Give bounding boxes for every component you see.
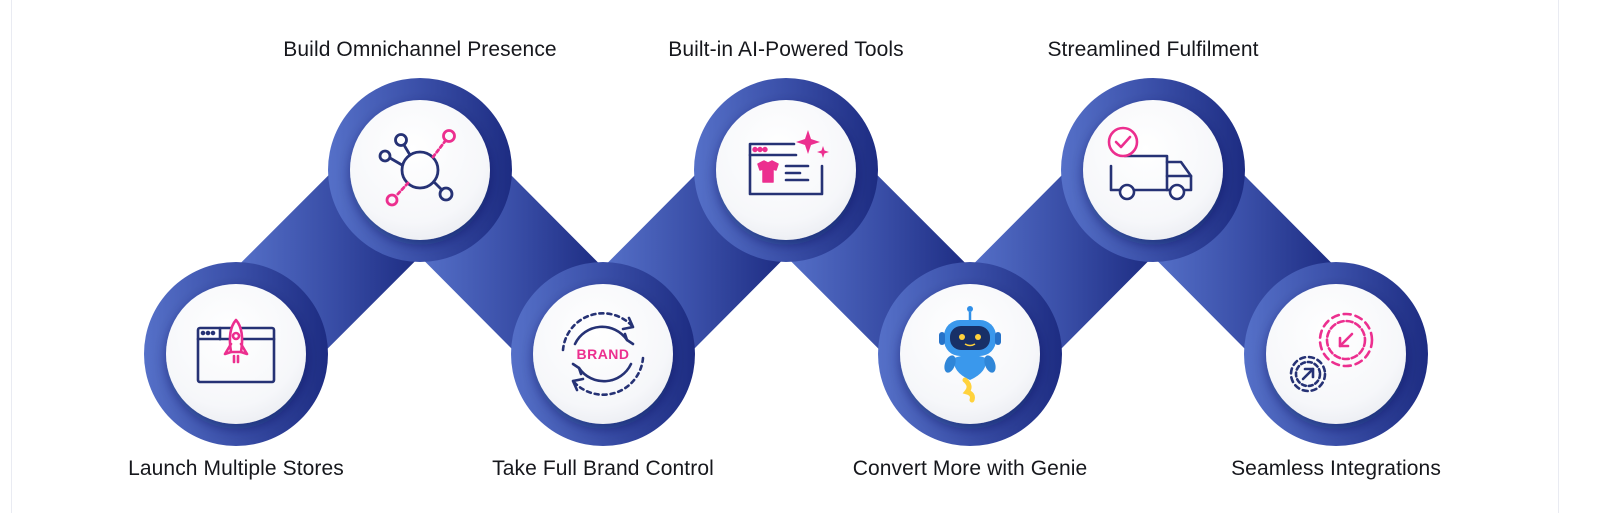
step-label-convert-more-with-genie: Convert More with Genie (852, 457, 1088, 480)
step-label-build-omnichannel-presence: Build Omnichannel Presence (283, 38, 557, 61)
icon-discs (166, 100, 1406, 424)
step-label-take-full-brand-control: Take Full Brand Control (492, 457, 714, 480)
delivery-truck-icon (1107, 126, 1193, 201)
brand-cycle-icon (561, 312, 645, 396)
step-label-streamlined-fulfilment: Streamlined Fulfilment (1047, 38, 1259, 61)
left-border (11, 0, 12, 513)
omnichannel-network-icon (378, 129, 456, 207)
step-label-built-in-ai-powered-tools: Built-in AI-Powered Tools (668, 38, 904, 61)
rocket-browser-icon (196, 318, 276, 384)
right-border (1558, 0, 1559, 513)
ai-sparkle-browser-icon (748, 130, 829, 196)
step-label-seamless-integrations: Seamless Integrations (1231, 457, 1441, 480)
step-label-launch-multiple-stores: Launch Multiple Stores (128, 457, 344, 480)
brand-badge-text: BRAND (576, 346, 629, 362)
integration-gears-icon (1289, 312, 1374, 393)
genie-robot-icon (939, 306, 1001, 403)
